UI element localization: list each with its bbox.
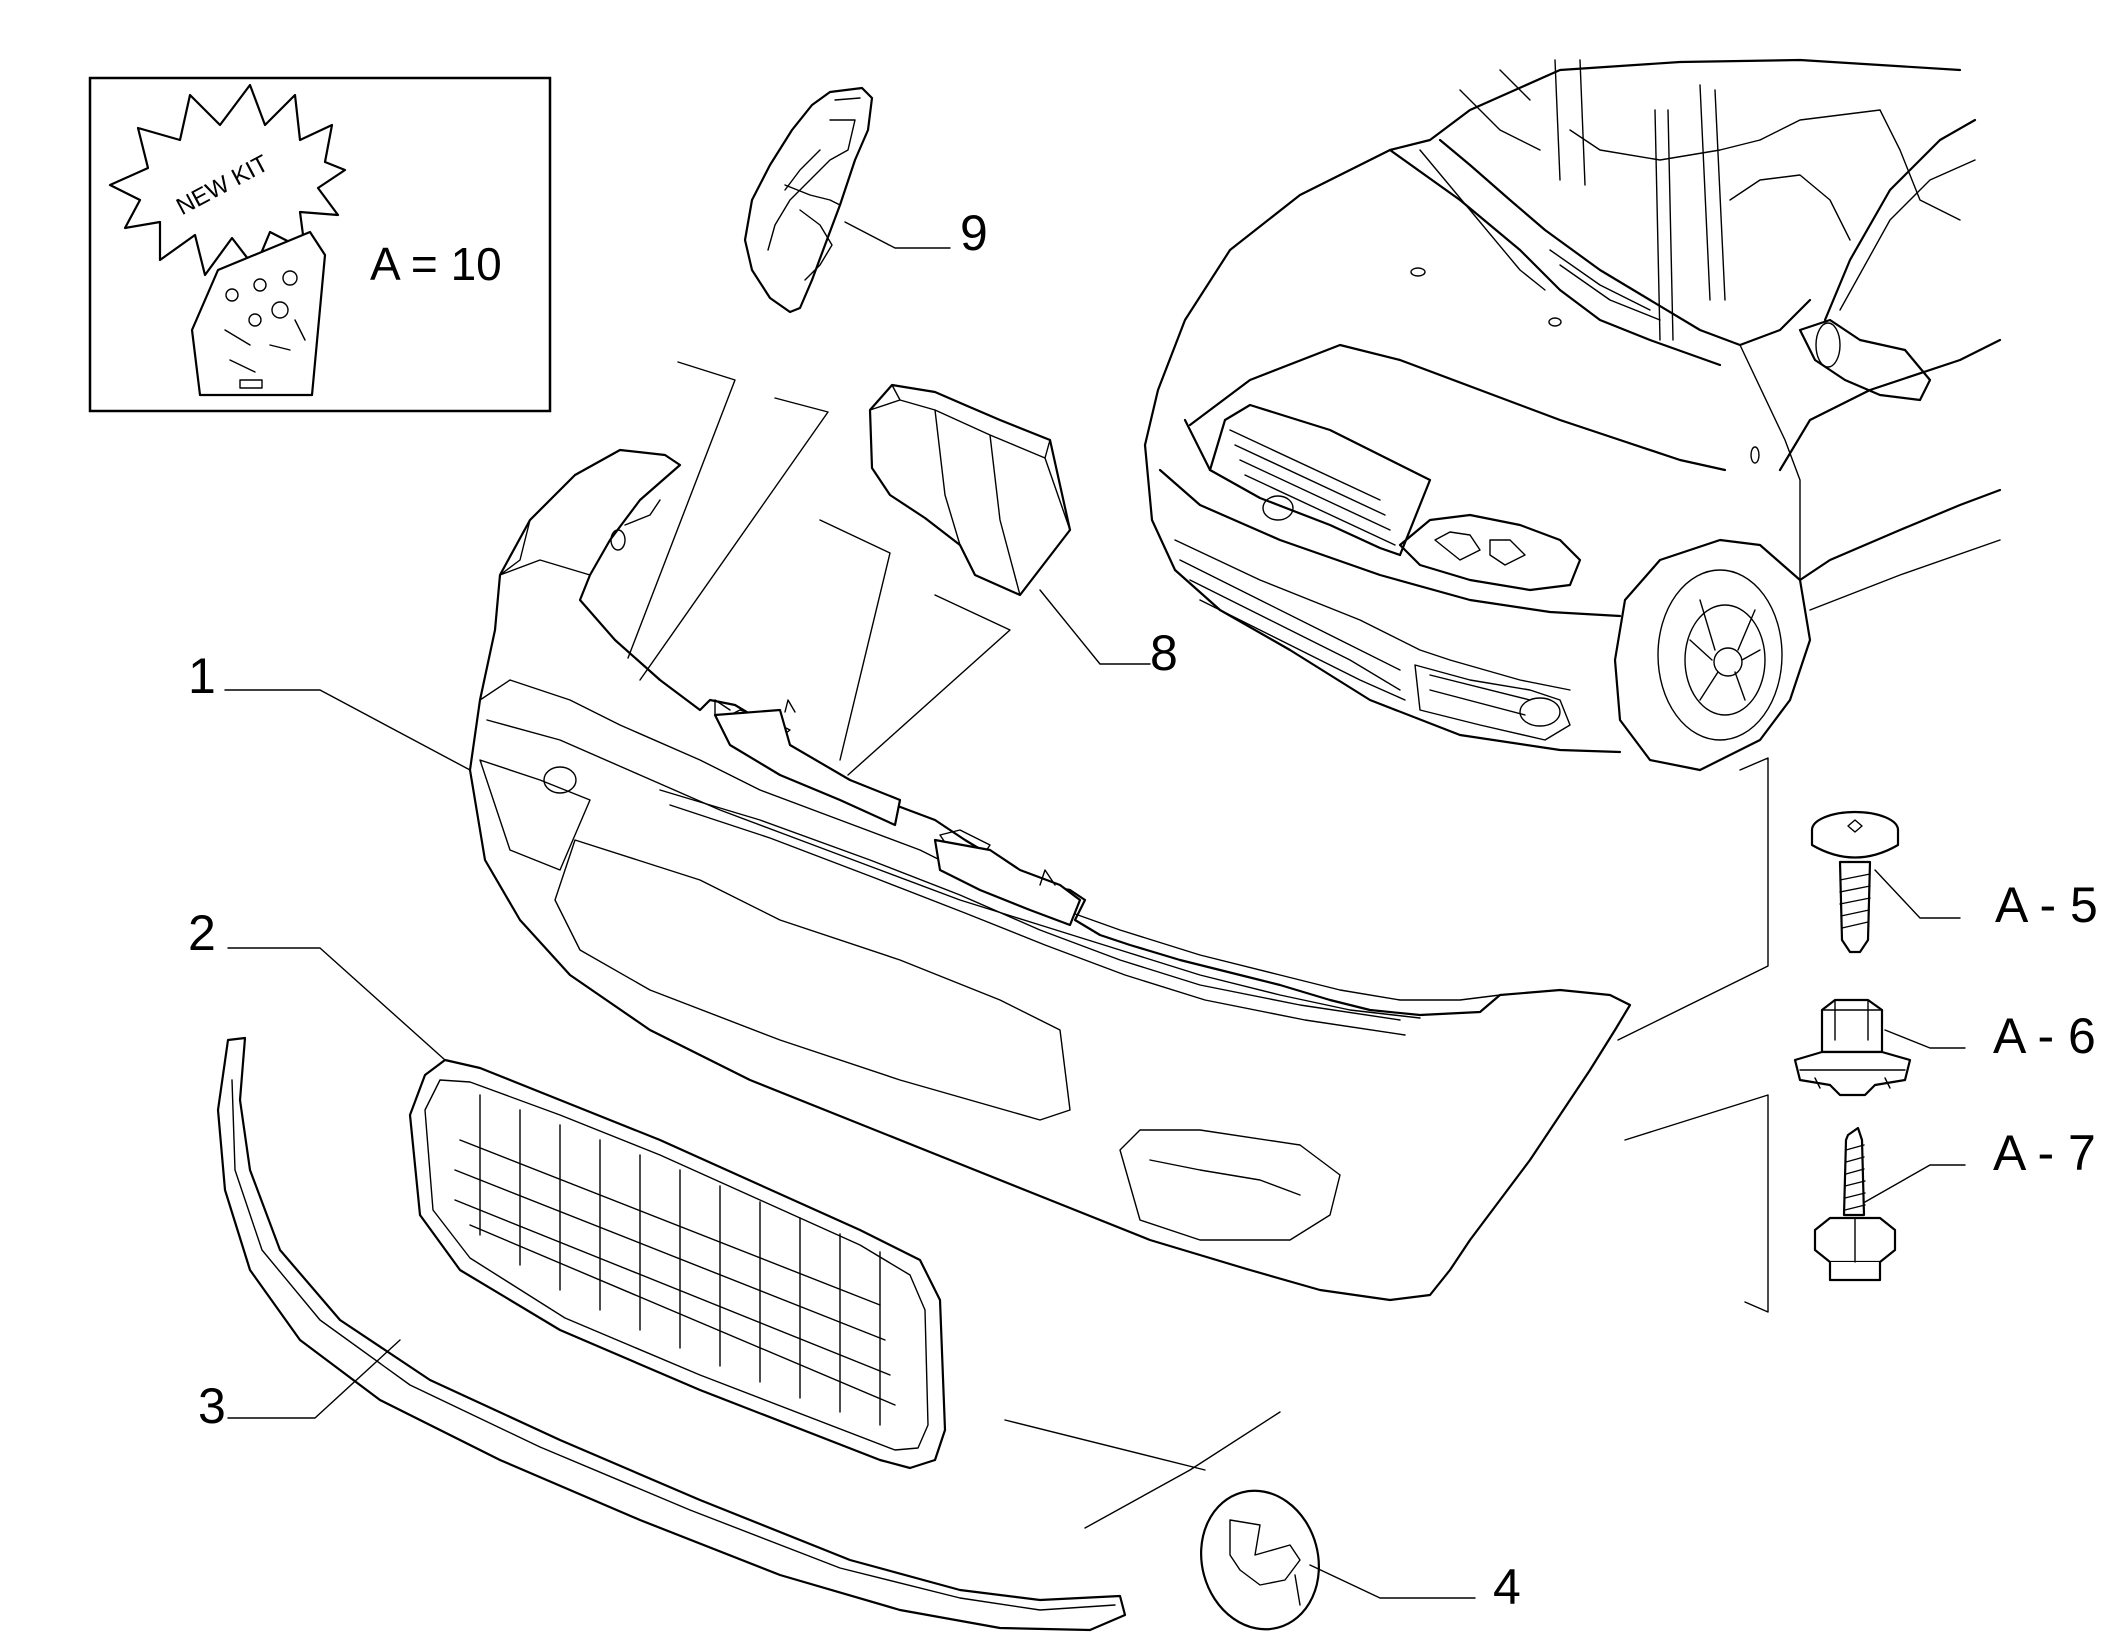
- hardware-bag-icon: [190, 230, 327, 397]
- kit-formula-label: A = 10: [370, 238, 502, 290]
- kit-box: NEW KIT A = 10: [88, 76, 552, 413]
- callout-a7: A - 7: [1993, 1125, 2096, 1181]
- fastener-a7-bolt: [1813, 1126, 1897, 1282]
- new-kit-starburst-icon: NEW KIT: [108, 83, 347, 277]
- part-1-bumper-cover: [468, 448, 1632, 1302]
- callout-a5: A - 5: [1995, 877, 2098, 933]
- callout-1: 1: [188, 648, 216, 704]
- assembly-guide-lines: [627, 361, 1769, 1529]
- callout-2: 2: [188, 905, 216, 961]
- part-9-bumper-side-bracket: [743, 86, 874, 314]
- fastener-a5-screw: [1810, 810, 1900, 954]
- fastener-a6-clip-nut: [1793, 998, 1912, 1097]
- callout-a6: A - 6: [1993, 1008, 2096, 1064]
- part-3-lower-trim-strip: [216, 1036, 1127, 1632]
- callout-8: 8: [1150, 625, 1178, 681]
- callout-leader-lines: [224, 221, 1966, 1599]
- car-front-view: [1143, 58, 2002, 772]
- part-4-emblem-badge: [1200, 1489, 1320, 1631]
- callout-9: 9: [960, 205, 988, 261]
- callout-labels: 1 2 3 4 8 9 A - 5 A - 6 A - 7: [188, 205, 2098, 1615]
- part-8-bumper-bracket: [868, 383, 1072, 597]
- callout-3: 3: [198, 1378, 226, 1434]
- part-2-grille: [408, 1058, 947, 1470]
- callout-4: 4: [1493, 1559, 1521, 1615]
